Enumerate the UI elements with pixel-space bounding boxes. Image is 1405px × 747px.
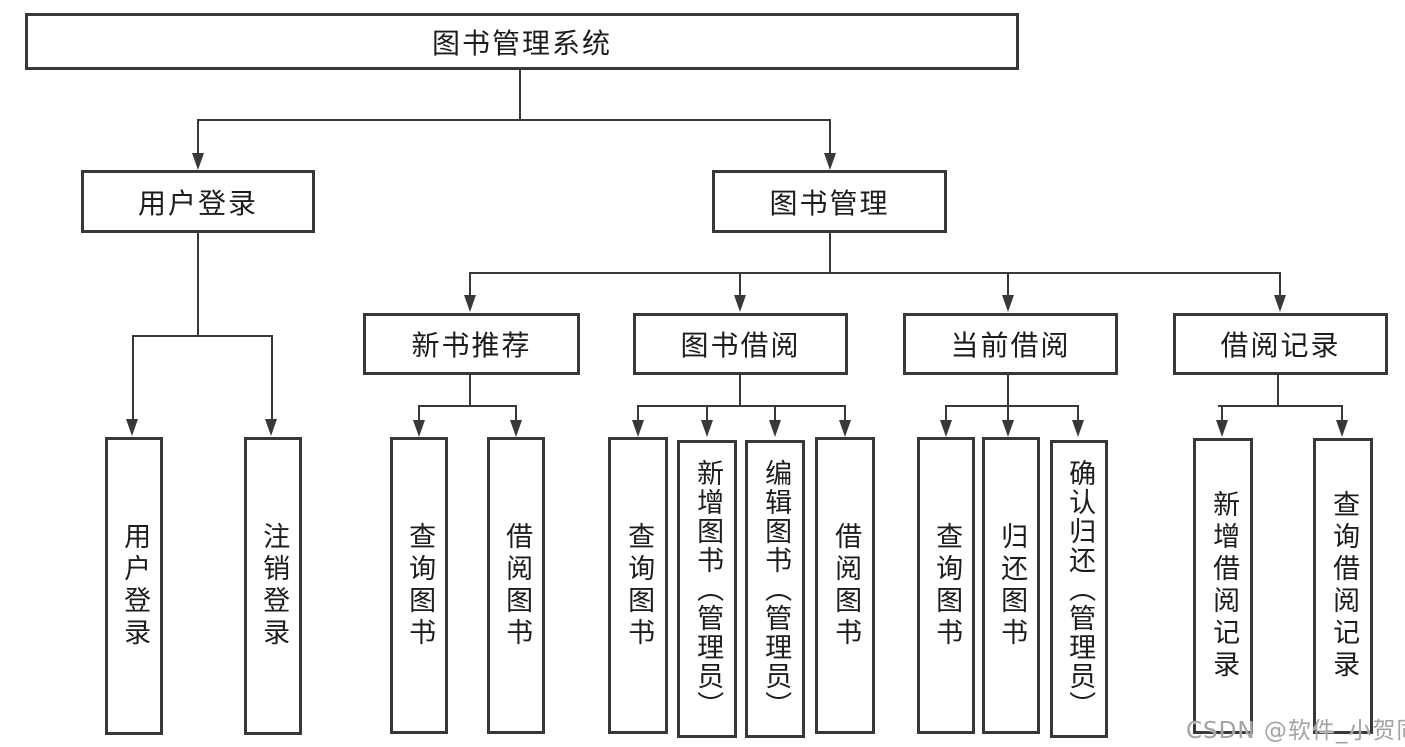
connector-root-stem [519, 70, 521, 120]
leaf-borrow-query-books: 查询图书 [608, 437, 668, 734]
connector-user-login-stem [197, 233, 199, 336]
connector-borrow-records-stem [1277, 375, 1279, 406]
leaf-records-query-record: 查询借阅记录 [1313, 438, 1373, 734]
connector-to-new-book-recommend [469, 272, 471, 296]
node-book-borrow-label: 图书借阅 [680, 329, 801, 362]
node-borrow-records: 借阅记录 [1173, 313, 1388, 375]
connector-current-borrow-stem [1007, 375, 1009, 406]
connector-leaf-stem [844, 405, 846, 421]
connector-leaf-stem [418, 405, 420, 421]
arrow-down-icon [632, 420, 644, 437]
arrow-down-icon [464, 295, 476, 312]
arrow-down-icon [413, 420, 425, 437]
connector-leaf-stem [515, 405, 517, 421]
connector-book-borrow-split [637, 405, 846, 407]
arrow-down-icon [1216, 420, 1228, 437]
node-current-borrow-label: 当前借阅 [950, 329, 1071, 362]
arrow-down-icon [824, 153, 836, 170]
arrow-down-icon [734, 295, 746, 312]
arrow-down-icon [701, 420, 713, 437]
connector-root-split [197, 119, 831, 121]
connector-leaf-stem [945, 405, 947, 421]
arrow-down-icon [839, 420, 851, 437]
connector-leaf-stem [774, 405, 776, 421]
connector-recommend-split [418, 405, 517, 407]
connector-leaf-stem [1007, 405, 1009, 421]
connector-to-current-borrow [1007, 272, 1009, 296]
arrow-down-icon [1002, 295, 1014, 312]
leaf-borrow-add-books-admin: 新增图书（管理员） [677, 440, 737, 738]
node-root: 图书管理系统 [25, 13, 1019, 70]
connector-user-login-split [132, 335, 273, 337]
node-current-borrow: 当前借阅 [903, 313, 1118, 375]
arrow-down-icon [192, 153, 204, 170]
node-user-login: 用户登录 [81, 170, 315, 233]
arrow-down-icon [1002, 420, 1014, 437]
connector-to-leaf-logout [271, 335, 273, 421]
leaf-recommend-query-books: 查询图书 [390, 437, 448, 734]
node-new-book-recommend-label: 新书推荐 [411, 329, 532, 362]
leaf-records-add-record-label: 新增借阅记录 [1208, 490, 1240, 682]
leaf-borrow-borrow-books-label: 借阅图书 [830, 521, 862, 650]
connector-to-user-login [197, 119, 199, 156]
csdn-watermark: CSDN @软件_小贺同学 [1186, 718, 1405, 744]
arrow-down-icon [265, 419, 277, 436]
leaf-borrow-edit-books-admin-label: 编辑图书（管理员） [760, 458, 792, 720]
leaf-logout-label: 注销登录 [258, 522, 290, 650]
arrow-down-icon [769, 420, 781, 437]
arrow-down-icon [510, 420, 522, 437]
leaf-records-query-record-label: 查询借阅记录 [1328, 490, 1360, 682]
leaf-recommend-borrow-books: 借阅图书 [487, 437, 545, 734]
leaf-current-query-books: 查询图书 [917, 437, 975, 734]
arrow-down-icon [1274, 295, 1286, 312]
node-book-borrow: 图书借阅 [633, 313, 848, 375]
arrow-down-icon [1336, 420, 1348, 437]
leaf-current-confirm-return-admin: 确认归还（管理员） [1050, 440, 1108, 738]
connector-recommend-stem [469, 375, 471, 406]
connector-to-borrow-records [1279, 272, 1281, 296]
leaf-current-return-books: 归还图书 [982, 437, 1040, 734]
connector-book-mgmt-stem [829, 233, 831, 274]
connector-leaf-stem [706, 405, 708, 421]
node-root-label: 图书管理系统 [431, 26, 612, 60]
leaf-current-return-books-label: 归还图书 [996, 521, 1028, 650]
node-borrow-records-label: 借阅记录 [1220, 329, 1341, 362]
connector-leaf-stem [1077, 405, 1079, 421]
arrow-down-icon [1072, 420, 1084, 437]
connector-current-borrow-split [945, 405, 1079, 407]
connector-borrow-records-split [1218, 405, 1343, 407]
node-user-login-label: 用户登录 [137, 186, 258, 220]
leaf-recommend-query-books-label: 查询图书 [404, 521, 436, 650]
node-book-management: 图书管理 [712, 170, 947, 233]
leaf-current-confirm-return-admin-label: 确认归还（管理员） [1064, 458, 1096, 720]
connector-to-book-mgmt [829, 119, 831, 156]
connector-to-book-borrow [739, 272, 741, 296]
arrow-down-icon [940, 420, 952, 437]
connector-to-leaf-user-login [132, 335, 134, 421]
leaf-logout: 注销登录 [244, 437, 302, 735]
leaf-current-query-books-label: 查询图书 [931, 521, 963, 650]
leaf-user-login: 用户登录 [105, 437, 163, 735]
leaf-records-add-record: 新增借阅记录 [1193, 438, 1253, 734]
connector-book-mgmt-split [469, 272, 1281, 274]
connector-leaf-stem [1221, 405, 1223, 421]
node-new-book-recommend: 新书推荐 [363, 313, 580, 375]
connector-leaf-stem [637, 405, 639, 421]
connector-book-borrow-stem [739, 375, 741, 406]
leaf-recommend-borrow-books-label: 借阅图书 [501, 521, 533, 650]
connector-leaf-stem [1341, 405, 1343, 421]
leaf-borrow-edit-books-admin: 编辑图书（管理员） [745, 440, 805, 738]
leaf-borrow-query-books-label: 查询图书 [623, 521, 655, 650]
leaf-borrow-add-books-admin-label: 新增图书（管理员） [692, 458, 724, 720]
leaf-user-login-label: 用户登录 [119, 522, 151, 650]
node-book-management-label: 图书管理 [769, 186, 890, 220]
arrow-down-icon [126, 419, 138, 436]
leaf-borrow-borrow-books: 借阅图书 [815, 437, 875, 734]
